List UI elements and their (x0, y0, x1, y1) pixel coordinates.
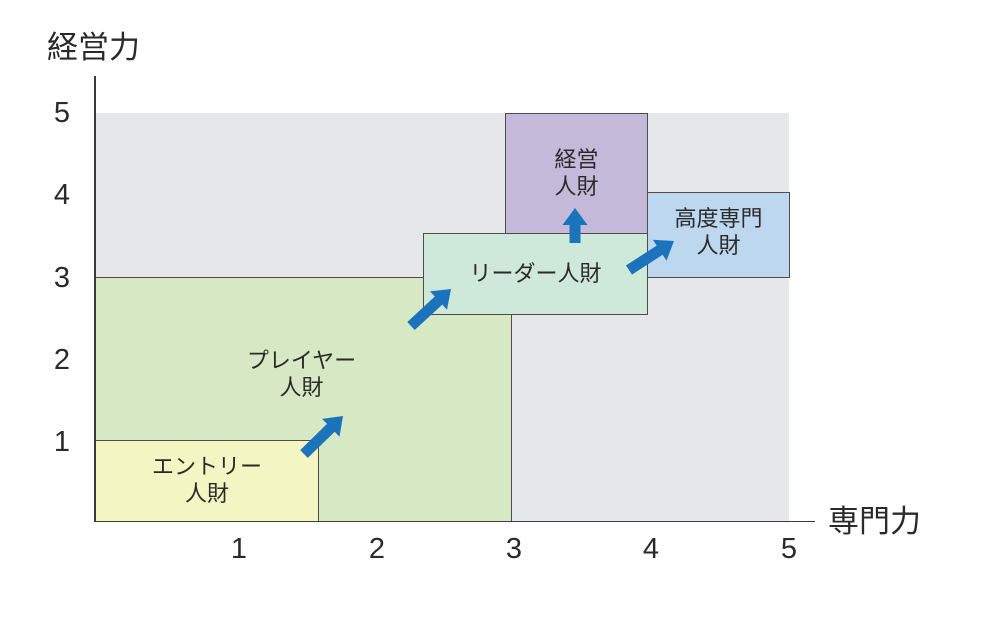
x-axis-title: 専門力 (828, 504, 921, 540)
x-tick-label: 5 (780, 533, 798, 565)
player-talent-label-line-1: プレイヤー (246, 349, 357, 374)
leader-talent-label: リーダー人財 (469, 261, 601, 288)
leader-talent-region: リーダー人財 (423, 233, 648, 315)
x-tick-label: 4 (642, 533, 660, 565)
specialist-talent-region: 高度専門 人財 (647, 192, 790, 278)
specialist-talent-label-line-1: 高度専門 (674, 207, 763, 232)
management-talent-label-line-2: 人財 (554, 174, 599, 200)
entry-talent-label: エントリー 人財 (152, 454, 262, 508)
management-talent-label: 経営 人財 (554, 147, 598, 201)
y-tick-label: 3 (53, 262, 71, 294)
management-talent-region: 経営 人財 (505, 113, 648, 234)
leader-talent-label-line-1: リーダー人財 (469, 261, 602, 287)
player-talent-label-line-2: 人財 (279, 376, 324, 401)
y-axis-line (94, 76, 96, 522)
y-tick-label: 4 (53, 179, 71, 211)
x-tick-label: 1 (230, 533, 248, 565)
management-talent-label-line-1: 経営 (554, 147, 599, 173)
entry-talent-region: エントリー 人財 (95, 440, 319, 522)
x-tick-label: 3 (505, 533, 523, 565)
player-talent-label: プレイヤー 人財 (247, 348, 356, 402)
x-tick-label: 2 (368, 533, 386, 565)
y-tick-label: 5 (53, 97, 71, 129)
x-axis-line (94, 520, 815, 522)
y-tick-label: 1 (53, 426, 71, 458)
y-axis-title: 経営力 (47, 30, 140, 66)
y-tick-label: 2 (53, 344, 71, 376)
specialist-talent-label: 高度専門 人財 (674, 206, 762, 260)
entry-talent-label-line-2: 人財 (184, 482, 229, 507)
specialist-talent-label-line-2: 人財 (696, 234, 741, 259)
entry-talent-label-line-1: エントリー (151, 455, 262, 480)
